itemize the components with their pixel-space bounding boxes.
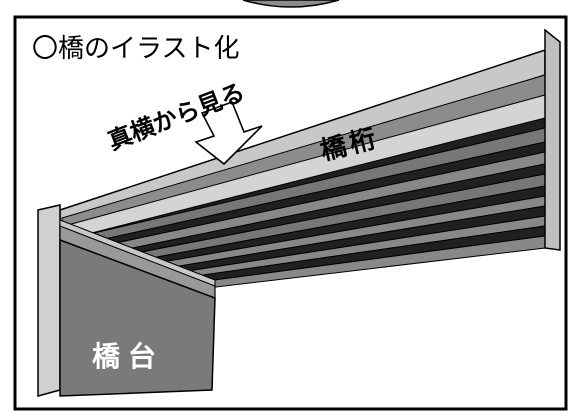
view-arrow xyxy=(194,100,263,166)
girder-end xyxy=(544,28,561,251)
abutment-side xyxy=(37,204,61,397)
abutment-seat-top xyxy=(59,219,216,287)
page-title: 〇橋のイラスト化 xyxy=(32,34,239,64)
abutment-face xyxy=(59,238,216,397)
abutment-label: 橋台 xyxy=(92,340,164,373)
top-arc xyxy=(242,0,340,8)
